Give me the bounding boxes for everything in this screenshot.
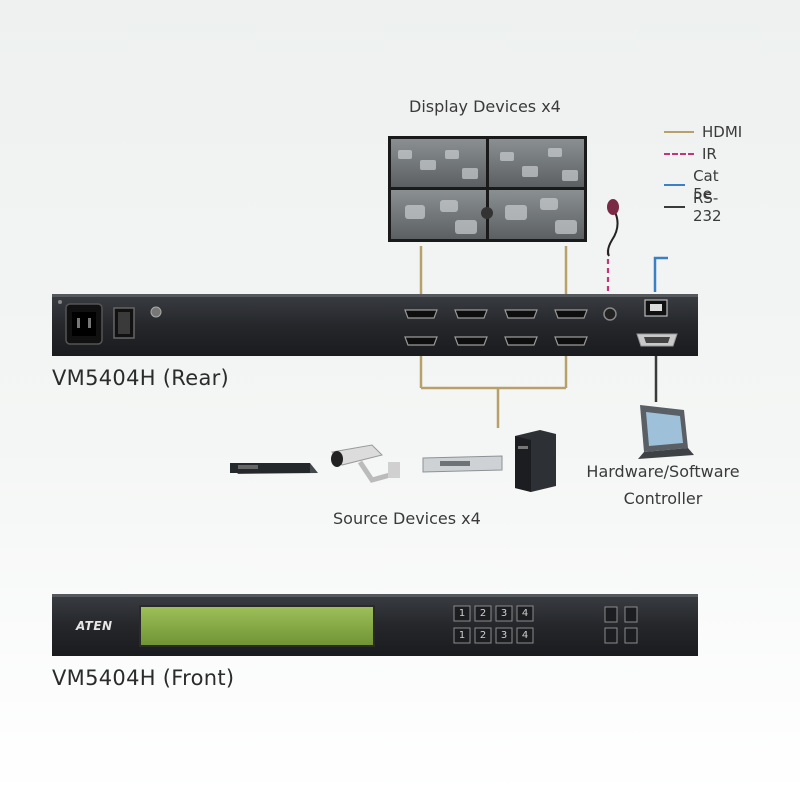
source-pc-tower	[515, 430, 556, 492]
cat5e-cable	[653, 256, 668, 292]
source-camera	[331, 444, 400, 483]
front-panel	[52, 594, 698, 656]
legend-line-cat5e	[664, 184, 686, 186]
matrix-button-4[interactable]: 4	[521, 608, 529, 619]
legend-item-hdmi: HDMI	[664, 123, 742, 141]
legend-item-ir: IR	[664, 145, 717, 163]
matrix-button-3[interactable]: 3	[500, 630, 508, 641]
display-devices-label: Display Devices x4	[409, 97, 561, 116]
legend-line-hdmi	[664, 131, 694, 133]
controller-label-line1: Hardware/Software	[586, 462, 740, 481]
legend-item-rs232: RS-232	[664, 189, 731, 225]
ir-sensor	[607, 199, 619, 257]
front-function-buttons	[604, 606, 638, 644]
matrix-button-4[interactable]: 4	[521, 630, 529, 641]
hdmi-cables-sources	[419, 356, 568, 428]
rear-panel	[52, 294, 698, 356]
matrix-button-1[interactable]: 1	[458, 608, 466, 619]
matrix-button-2[interactable]: 2	[479, 630, 487, 641]
front-panel-label: VM5404H (Front)	[52, 666, 235, 690]
front-matrix-buttons	[453, 605, 534, 644]
aten-logo: ATEN	[76, 619, 113, 633]
legend-item-cat5e: Cat 5e	[664, 167, 728, 203]
controller-device	[638, 405, 694, 459]
legend-line-ir	[664, 153, 694, 155]
hdmi-ports	[404, 309, 588, 346]
display-video-wall	[388, 136, 587, 242]
legend-line-rs232	[664, 206, 685, 208]
front-button-row-1: 1 2 3 4	[454, 606, 534, 621]
legend-label: RS-232	[692, 189, 722, 225]
controller-label-line2: Controller	[623, 489, 703, 508]
legend-label: HDMI	[702, 123, 743, 141]
source-devices-label: Source Devices x4	[333, 509, 481, 528]
matrix-button-3[interactable]: 3	[500, 608, 508, 619]
rear-panel-label: VM5404H (Rear)	[52, 366, 230, 390]
matrix-button-1[interactable]: 1	[458, 630, 466, 641]
front-button-row-2: 1 2 3 4	[454, 628, 534, 643]
source-media-player	[422, 455, 503, 473]
source-dvd-player	[230, 463, 318, 474]
legend-label: Cat 5e	[693, 167, 719, 203]
legend-label: IR	[702, 145, 717, 163]
matrix-button-2[interactable]: 2	[479, 608, 487, 619]
